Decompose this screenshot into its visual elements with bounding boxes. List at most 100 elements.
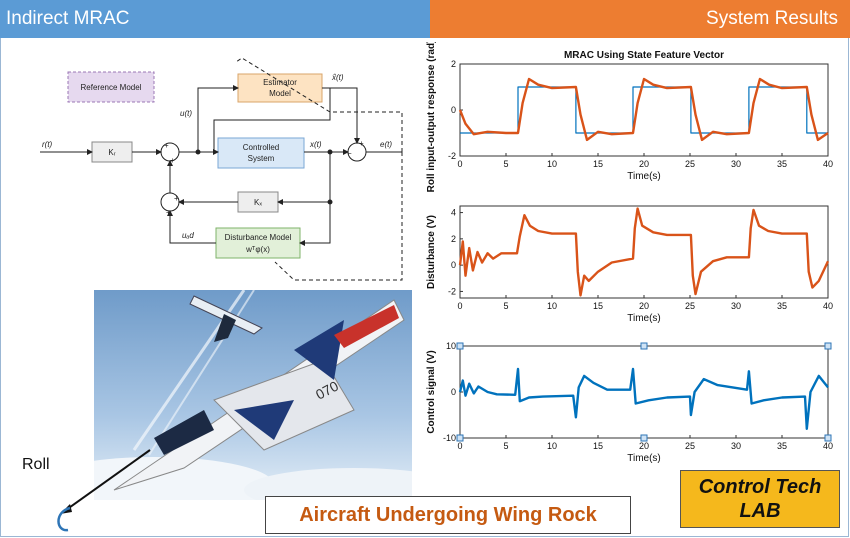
distant-jet: [189, 295, 263, 342]
chart-2-selection-handle: [456, 342, 464, 350]
aircraft-caption: Aircraft Undergoing Wing Rock: [265, 496, 631, 534]
estimator-model-block: Estimator Model: [237, 73, 323, 103]
err-plus: +: [359, 139, 364, 148]
roll-label: Roll: [22, 456, 50, 473]
sum1-plus-a: +: [164, 141, 169, 150]
chart-1-xtick-label: 35: [777, 301, 787, 311]
header-system-results: System Results: [430, 0, 850, 38]
chart-1-series-response: [458, 207, 830, 297]
chart-0-xlabel: Time(s): [627, 171, 661, 182]
chart-2-xtick-label: 30: [731, 441, 741, 451]
chart-2-xtick-label: 10: [547, 441, 557, 451]
kr-label: Kᵣ: [108, 148, 115, 157]
signal-lines: [40, 85, 402, 246]
chart-2-selection-handle: [640, 342, 648, 350]
roll-arrow-icon: [57, 449, 151, 532]
chart-0-xtick-label: 20: [639, 159, 649, 169]
chart-1-ytick-label: -2: [448, 286, 456, 296]
estimator-label-2: Model: [269, 89, 291, 98]
reference-model-block: Reference Model: [67, 71, 155, 103]
reference-model-label: Reference Model: [81, 83, 142, 92]
chart-0-xtick-label: 30: [731, 159, 741, 169]
chart-2-xtick-label: 40: [823, 441, 833, 451]
chart-2-selection-handle: [824, 434, 832, 442]
chart-2-xtick-label: 15: [593, 441, 603, 451]
sum2-plus-a: +: [174, 194, 179, 203]
chart-0-xtick-label: 0: [457, 159, 462, 169]
controlled-system-block: Controlled System: [217, 137, 305, 169]
header-indirect-mrac: Indirect MRAC: [0, 0, 430, 38]
header-right-title: System Results: [706, 8, 838, 29]
chart-2-xtick-label: 35: [777, 441, 787, 451]
chart-1-xlabel: Time(s): [627, 313, 661, 324]
chart-0-title: MRAC Using State Feature Vector: [564, 50, 724, 61]
chart-0-xtick-label: 10: [547, 159, 557, 169]
chart-2-selection-handle: [640, 434, 648, 442]
chart-2-ytick-label: 0: [451, 387, 456, 397]
signal-xhat: x̂(t): [331, 73, 344, 82]
chart-1-ylabel: Disturbance (V): [426, 215, 437, 289]
mrac-block-diagram: Reference Model Estimator Model Controll…: [40, 57, 403, 281]
estimator-label-1: Estimator: [263, 78, 297, 87]
chart-2-xtick-label: 20: [639, 441, 649, 451]
signal-u: u(t): [180, 109, 192, 118]
signal-uad: uₐd: [182, 231, 194, 240]
chart-0-xtick-label: 25: [685, 159, 695, 169]
chart-0-xtick-label: 35: [777, 159, 787, 169]
chart-1-xtick-label: 5: [503, 301, 508, 311]
brand-line-1: Control Tech: [698, 476, 822, 498]
chart-1-ytick-label: 4: [451, 208, 456, 218]
cloud-2: [244, 468, 412, 500]
chart-0-ytick-label: 2: [451, 59, 456, 69]
chart-0-ylabel: Roll input-output response (rad): [426, 42, 437, 192]
aircraft-illustration: 070: [94, 290, 412, 500]
chart-2-selection-handle: [456, 434, 464, 442]
chart-0-xtick-label: 40: [823, 159, 833, 169]
chart-0-ytick-label: 0: [451, 105, 456, 115]
signal-r: r(t): [42, 140, 53, 149]
main-jet: 070: [113, 299, 405, 491]
sum1-plus-b: +: [170, 156, 175, 165]
chart-2-ytick-label: 10: [446, 341, 456, 351]
chart-0-xtick-label: 5: [503, 159, 508, 169]
chart-1-ytick-label: 0: [451, 260, 456, 270]
kr-gain-block: Kᵣ: [91, 141, 133, 163]
kx-label: Kₓ: [254, 198, 262, 207]
chart-1-xtick-label: 10: [547, 301, 557, 311]
chart-2-ylabel: Control signal (V): [426, 350, 437, 433]
chart-2-xtick-label: 0: [457, 441, 462, 451]
chart-1-xtick-label: 30: [731, 301, 741, 311]
disturbance-label-1: Disturbance Model: [225, 233, 292, 242]
chart-2-xlabel: Time(s): [627, 453, 661, 464]
chart-2-plot-area: [459, 345, 829, 439]
chart-1-plot-area: [459, 205, 829, 299]
chart-1-ytick-label: 2: [451, 234, 456, 244]
adaptation-dashed-lines: [235, 57, 403, 281]
chart-2-series-control: [458, 367, 829, 430]
chart-2-xtick-label: 5: [503, 441, 508, 451]
cloud: [94, 457, 274, 500]
chart-1-xtick-label: 25: [685, 301, 695, 311]
brand-line-2: LAB: [739, 500, 781, 522]
control-tech-lab-logo: Control Tech LAB: [680, 470, 840, 528]
kx-gain-block: Kₓ: [237, 191, 279, 213]
chart-0-xtick-label: 15: [593, 159, 603, 169]
chart-2-selection-handle: [824, 342, 832, 350]
controlled-label-2: System: [248, 154, 275, 163]
chart-1-xtick-label: 15: [593, 301, 603, 311]
disturbance-model-block: Disturbance Model wᵀφ(x): [215, 227, 301, 259]
header-left-title: Indirect MRAC: [6, 8, 130, 29]
disturbance-label-2: wᵀφ(x): [245, 245, 270, 254]
signal-e: e(t): [380, 140, 392, 149]
chart-2-xtick-label: 25: [685, 441, 695, 451]
chart-1-xtick-label: 40: [823, 301, 833, 311]
chart-2-ytick-label: -10: [443, 433, 456, 443]
err-minus: −: [347, 149, 352, 158]
chart-1-xtick-label: 20: [639, 301, 649, 311]
chart-0-series-response: [458, 77, 829, 142]
chart-1-xtick-label: 0: [457, 301, 462, 311]
content-frame: [0, 38, 849, 537]
controlled-label-1: Controlled: [243, 143, 279, 152]
signal-x: x(t): [309, 140, 322, 149]
